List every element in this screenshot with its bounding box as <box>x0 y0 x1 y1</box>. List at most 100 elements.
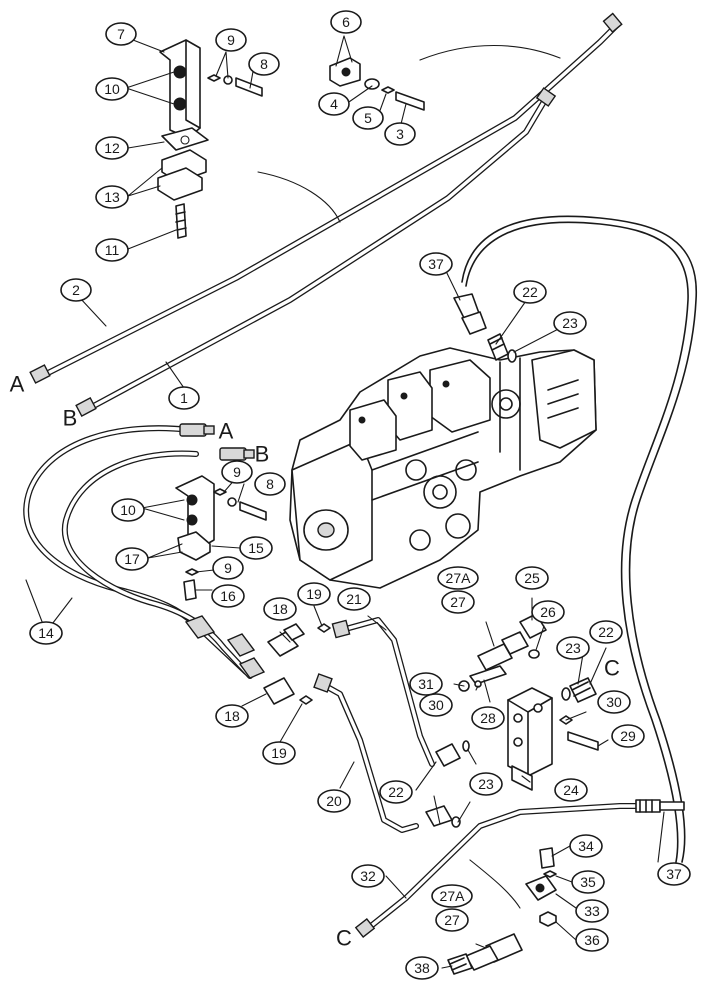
hose-end-a-tip <box>203 425 215 435</box>
hose-37-loop <box>461 215 697 863</box>
end-label-a-tube: A <box>10 372 25 397</box>
svg-text:29: 29 <box>620 728 636 744</box>
svg-text:37: 37 <box>428 256 444 272</box>
svg-text:16: 16 <box>220 588 236 604</box>
svg-text:23: 23 <box>478 776 494 792</box>
callout-27-bottom: 27 <box>435 908 469 932</box>
svg-text:23: 23 <box>562 315 578 331</box>
callout-32: 32 <box>351 864 385 888</box>
callout-3: 3 <box>384 122 416 146</box>
callout-31: 31 <box>409 672 443 696</box>
svg-text:18: 18 <box>272 601 288 617</box>
callout-9-mid: 9 <box>221 460 253 484</box>
end-label-c-tube: C <box>336 926 352 951</box>
svg-text:36: 36 <box>584 932 600 948</box>
callout-8-mid: 8 <box>254 472 286 496</box>
svg-text:33: 33 <box>584 903 600 919</box>
callout-29: 29 <box>611 724 645 748</box>
valve-block <box>507 687 553 791</box>
end-label-a-hose: A <box>219 419 234 444</box>
fittings-18-19 <box>263 623 331 705</box>
svg-text:22: 22 <box>522 284 538 300</box>
leader-lines <box>25 35 665 969</box>
bracket-top <box>157 39 263 239</box>
clamp-bottom <box>525 847 557 927</box>
svg-text:27A: 27A <box>440 888 466 904</box>
callout-18-top: 18 <box>263 597 297 621</box>
svg-text:38: 38 <box>414 960 430 976</box>
svg-text:22: 22 <box>598 624 614 640</box>
callout-18-low: 18 <box>215 704 249 728</box>
svg-text:5: 5 <box>364 110 372 126</box>
callout-22-top: 22 <box>513 280 547 304</box>
svg-text:13: 13 <box>104 189 120 205</box>
svg-text:21: 21 <box>346 591 362 607</box>
callout-30-left: 30 <box>419 693 453 717</box>
tube-21 <box>331 617 435 767</box>
tube-20 <box>313 673 419 833</box>
svg-text:9: 9 <box>233 464 241 480</box>
svg-text:8: 8 <box>266 476 274 492</box>
fitting-22-top <box>487 333 517 363</box>
svg-text:11: 11 <box>105 242 120 258</box>
svg-text:9: 9 <box>227 32 235 48</box>
svg-text:1: 1 <box>180 390 188 406</box>
svg-text:23: 23 <box>565 640 581 656</box>
bend-mark-2 <box>257 171 341 223</box>
svg-text:20: 20 <box>326 793 342 809</box>
end-label-c-valve: C <box>604 656 620 681</box>
callout-23-right: 23 <box>556 636 590 660</box>
callout-17: 17 <box>115 547 149 571</box>
callout-14: 14 <box>29 621 63 645</box>
svg-text:28: 28 <box>480 710 496 726</box>
callout-33: 33 <box>575 899 609 923</box>
bend-mark-1 <box>419 45 561 61</box>
fittings-25-27-28 <box>458 613 547 692</box>
callout-21: 21 <box>337 587 371 611</box>
svg-text:2: 2 <box>72 282 80 298</box>
callout-37-bottom: 37 <box>657 862 691 886</box>
callout-10-top: 10 <box>95 77 129 101</box>
svg-text:6: 6 <box>342 14 350 30</box>
callout-34: 34 <box>569 834 603 858</box>
callout-23-mid: 23 <box>469 772 503 796</box>
callout-9-top: 9 <box>215 28 247 52</box>
svg-text:7: 7 <box>117 26 125 42</box>
callout-37-top: 37 <box>419 252 453 276</box>
callout-36: 36 <box>575 928 609 952</box>
bracket-middle <box>175 475 267 601</box>
svg-text:4: 4 <box>330 96 338 112</box>
svg-text:8: 8 <box>260 56 268 72</box>
hose-end-b <box>219 447 247 461</box>
callout-38: 38 <box>405 956 439 980</box>
hoses-14 <box>23 423 266 679</box>
svg-text:27: 27 <box>450 594 466 610</box>
svg-text:35: 35 <box>580 874 596 890</box>
svg-text:30: 30 <box>606 694 622 710</box>
clamp-top <box>329 57 425 111</box>
svg-text:31: 31 <box>418 676 434 692</box>
callout-19-top: 19 <box>297 582 331 606</box>
callout-10-mid: 10 <box>111 498 145 522</box>
svg-text:18: 18 <box>224 708 240 724</box>
callout-7: 7 <box>105 22 137 46</box>
svg-text:12: 12 <box>104 140 120 156</box>
tube-2 <box>29 12 623 384</box>
svg-text:27A: 27A <box>446 570 472 586</box>
callout-5: 5 <box>352 106 384 130</box>
svg-text:37: 37 <box>666 866 682 882</box>
svg-text:25: 25 <box>524 570 540 586</box>
hose-37-loop-inner <box>465 221 689 863</box>
svg-text:30: 30 <box>428 697 444 713</box>
svg-text:14: 14 <box>38 625 54 641</box>
svg-text:22: 22 <box>388 784 404 800</box>
callout-26: 26 <box>531 600 565 624</box>
svg-text:3: 3 <box>396 126 404 142</box>
svg-text:32: 32 <box>360 868 376 884</box>
svg-text:10: 10 <box>104 81 120 97</box>
callout-19-low: 19 <box>262 741 296 765</box>
callout-6: 6 <box>330 10 362 34</box>
end-label-b-tube: B <box>63 406 78 431</box>
fitting-a-end <box>29 364 51 384</box>
